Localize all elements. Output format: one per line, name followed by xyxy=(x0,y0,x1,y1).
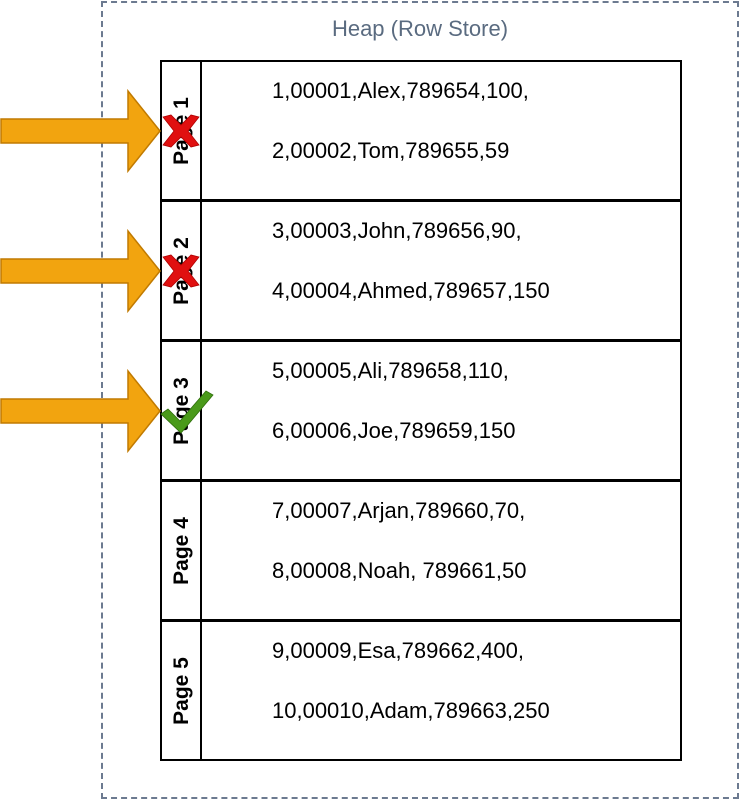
page-label-column: Page 5 xyxy=(162,622,202,759)
page-4: Page 4 7,00007,Arjan,789660,70, 8,00008,… xyxy=(160,480,682,621)
page-label-column: Page 2 xyxy=(162,202,202,339)
record-row: 2,00002,Tom,789655,59 xyxy=(272,138,510,163)
record-row: 8,00008,Noah, 789661,50 xyxy=(272,558,527,583)
page-1: Page 1 1,00001,Alex,789654,100, 2,00002,… xyxy=(160,60,682,201)
record-row: 3,00003,John,789656,90, xyxy=(272,218,522,243)
page-5: Page 5 9,00009,Esa,789662,400, 10,00010,… xyxy=(160,620,682,761)
record-row: 7,00007,Arjan,789660,70, xyxy=(272,498,526,523)
page-label-column: Page 1 xyxy=(162,62,202,199)
cross-icon xyxy=(162,114,200,148)
record-row: 5,00005,Ali,789658,110, xyxy=(272,358,509,383)
page-label: Page 4 xyxy=(170,517,193,585)
cross-icon xyxy=(162,254,200,288)
checkmark-icon xyxy=(160,390,214,434)
arrow-right-icon xyxy=(0,369,161,453)
record-row: 1,00001,Alex,789654,100, xyxy=(272,78,529,103)
page-label-column: Page 3 xyxy=(162,342,202,479)
page-label: Page 5 xyxy=(170,657,193,725)
arrow-right-icon xyxy=(0,229,161,313)
record-row: 9,00009,Esa,789662,400, xyxy=(272,638,525,663)
page-3: Page 3 5,00005,Ali,789658,110, 6,00006,J… xyxy=(160,340,682,481)
page-label-column: Page 4 xyxy=(162,482,202,619)
page-2: Page 2 3,00003,John,789656,90, 4,00004,A… xyxy=(160,200,682,341)
arrow-right-icon xyxy=(0,89,161,173)
record-row: 4,00004,Ahmed,789657,150 xyxy=(272,278,550,303)
record-row: 6,00006,Joe,789659,150 xyxy=(272,418,516,443)
record-row: 10,00010,Adam,789663,250 xyxy=(272,698,550,723)
heap-title: Heap (Row Store) xyxy=(331,16,509,41)
